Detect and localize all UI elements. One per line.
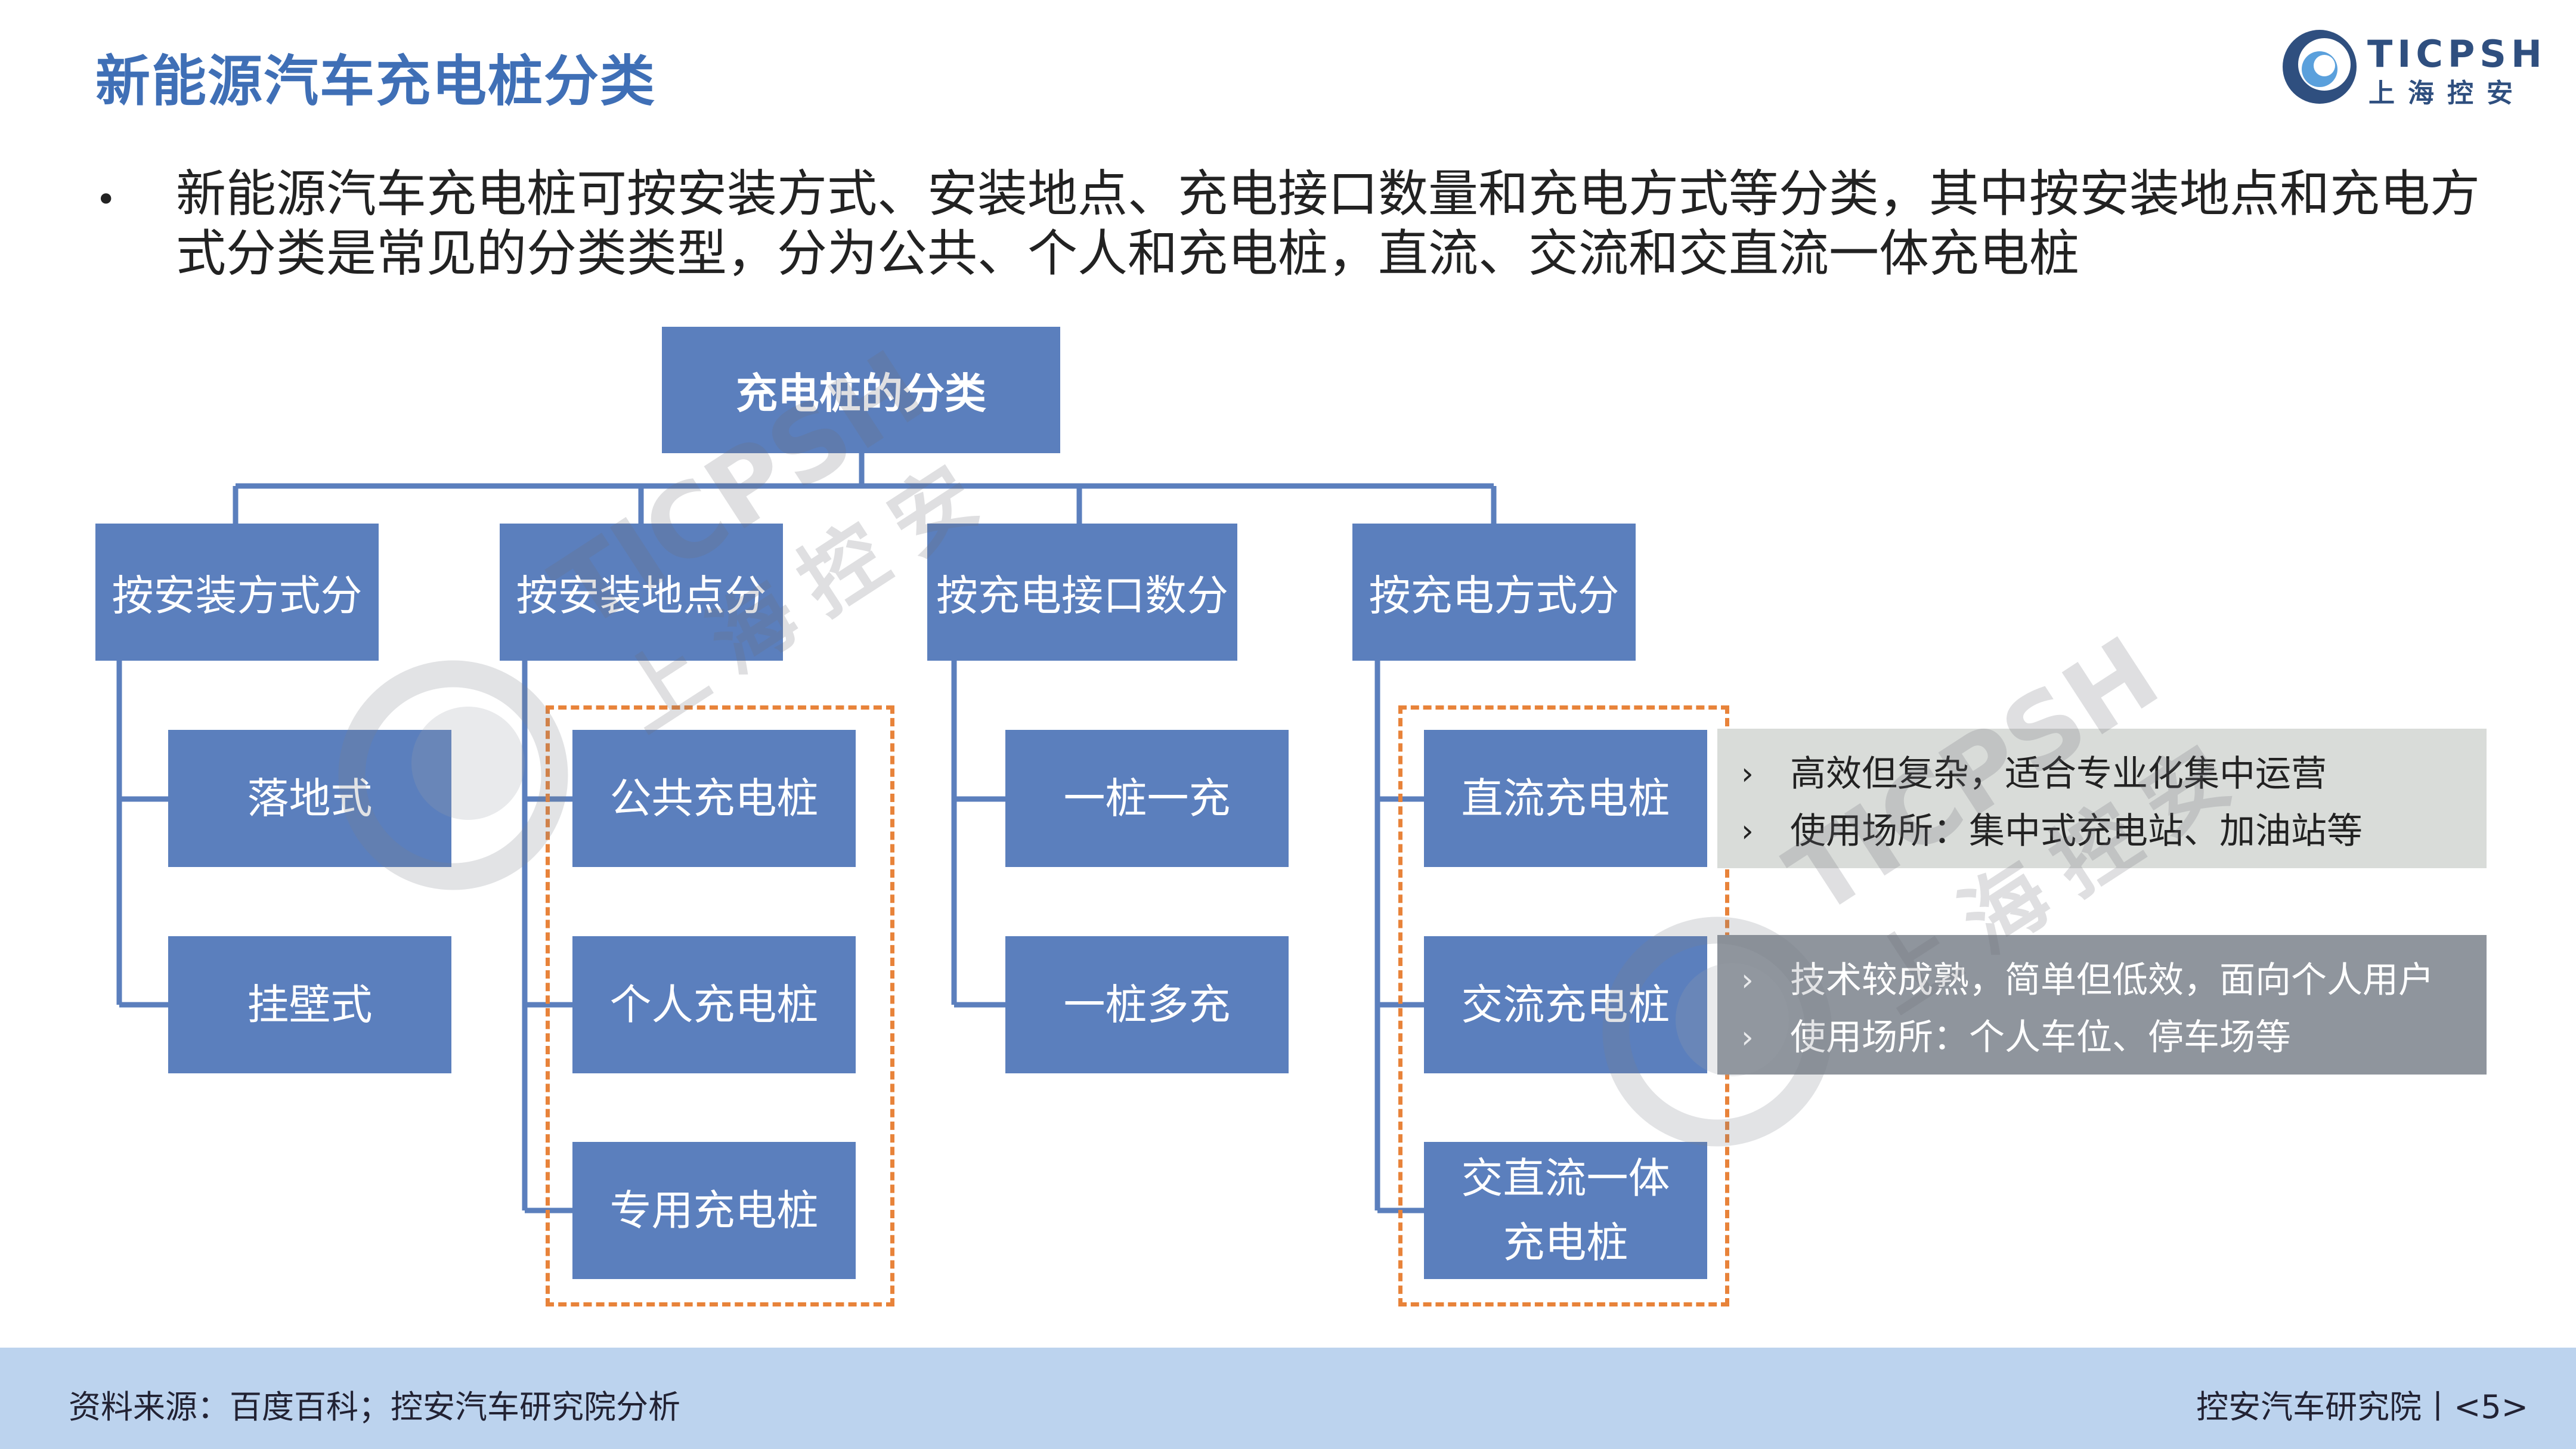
leaf-dc-charger: 直流充电桩 xyxy=(1424,730,1707,867)
leaf-public-charger: 公共充电桩 xyxy=(572,730,856,867)
leaf-ac-dc-charger: 交直流一体充电桩 xyxy=(1424,1142,1707,1279)
note-text: 技术较成熟，简单但低效，面向个人用户 xyxy=(1790,959,2434,1001)
note-row: › 高效但复杂，适合专业化集中运营 xyxy=(1741,745,2487,803)
leaf-label: 交流充电桩 xyxy=(1461,980,1670,1029)
leaf-ac-charger: 交流充电桩 xyxy=(1424,936,1707,1073)
source-note: 资料来源：百度百科；控安汽车研究院分析 xyxy=(69,1388,680,1426)
category-label: 按安装地点分 xyxy=(516,571,767,620)
category-label: 按充电接口数分 xyxy=(936,571,1228,620)
page-title: 新能源汽车充电桩分类 xyxy=(95,49,657,113)
bullet-marker: • xyxy=(95,179,117,221)
intro-paragraph: 新能源汽车充电桩可按安装方式、安装地点、充电接口数量和充电方式等分类，其中按安装… xyxy=(176,165,2481,283)
note-row: › 使用场所：个人车位、停车场等 xyxy=(1741,1009,2487,1066)
dc-charger-note: › 高效但复杂，适合专业化集中运营 › 使用场所：集中式充电站、加油站等 xyxy=(1717,729,2487,868)
category-install-method: 按安装方式分 xyxy=(95,524,379,661)
category-connector-count: 按充电接口数分 xyxy=(927,524,1237,661)
note-text: 使用场所：个人车位、停车场等 xyxy=(1790,1017,2291,1058)
company-logo: TICPSH 上海控安 xyxy=(2278,25,2542,114)
note-row: › 技术较成熟，简单但低效，面向个人用户 xyxy=(1741,952,2487,1009)
chevron-right-icon: › xyxy=(1741,962,1754,998)
leaf-one-pile-one-charge: 一桩一充 xyxy=(1005,730,1289,867)
leaf-one-pile-multi-charge: 一桩多充 xyxy=(1005,936,1289,1073)
leaf-personal-charger: 个人充电桩 xyxy=(572,936,856,1073)
chevron-right-icon: › xyxy=(1741,1020,1754,1055)
leaf-label: 公共充电桩 xyxy=(609,774,819,823)
institute-page-number: 控安汽车研究院丨<5> xyxy=(2196,1388,2528,1426)
logo-brand: TICPSH xyxy=(2367,32,2547,76)
leaf-label: 交直流一体充电桩 xyxy=(1461,1154,1670,1267)
root-label: 充电桩的分类 xyxy=(736,369,986,418)
leaf-wall-mounted: 挂壁式 xyxy=(168,936,451,1073)
ac-charger-note: › 技术较成熟，简单但低效，面向个人用户 › 使用场所：个人车位、停车场等 xyxy=(1717,935,2487,1075)
leaf-label: 直流充电桩 xyxy=(1461,774,1670,823)
logo-name: 上海控安 xyxy=(2368,78,2526,109)
leaf-label: 挂壁式 xyxy=(247,980,373,1029)
logo-swirl-icon xyxy=(2283,30,2357,104)
highlight-location-group xyxy=(546,705,894,1306)
leaf-label: 落地式 xyxy=(247,774,373,823)
category-install-location: 按安装地点分 xyxy=(500,524,783,661)
category-charging-mode: 按充电方式分 xyxy=(1352,524,1636,661)
footer-bar: 资料来源：百度百科；控安汽车研究院分析 控安汽车研究院丨<5> xyxy=(0,1348,2576,1449)
leaf-label: 一桩多充 xyxy=(1063,980,1231,1029)
root-node: 充电桩的分类 xyxy=(662,327,1060,453)
chevron-right-icon: › xyxy=(1741,813,1754,849)
note-text: 使用场所：集中式充电站、加油站等 xyxy=(1790,810,2363,852)
chevron-right-icon: › xyxy=(1741,756,1754,792)
leaf-label: 个人充电桩 xyxy=(609,980,819,1029)
category-label: 按充电方式分 xyxy=(1368,571,1620,620)
note-row: › 使用场所：集中式充电站、加油站等 xyxy=(1741,803,2487,860)
category-label: 按安装方式分 xyxy=(112,571,363,620)
leaf-floor-mounted: 落地式 xyxy=(168,730,451,867)
tree-connectors xyxy=(116,452,1497,1213)
leaf-label: 专用充电桩 xyxy=(609,1186,819,1235)
leaf-label: 一桩一充 xyxy=(1063,774,1231,823)
leaf-dedicated-charger: 专用充电桩 xyxy=(572,1142,856,1279)
note-text: 高效但复杂，适合专业化集中运营 xyxy=(1790,753,2327,795)
